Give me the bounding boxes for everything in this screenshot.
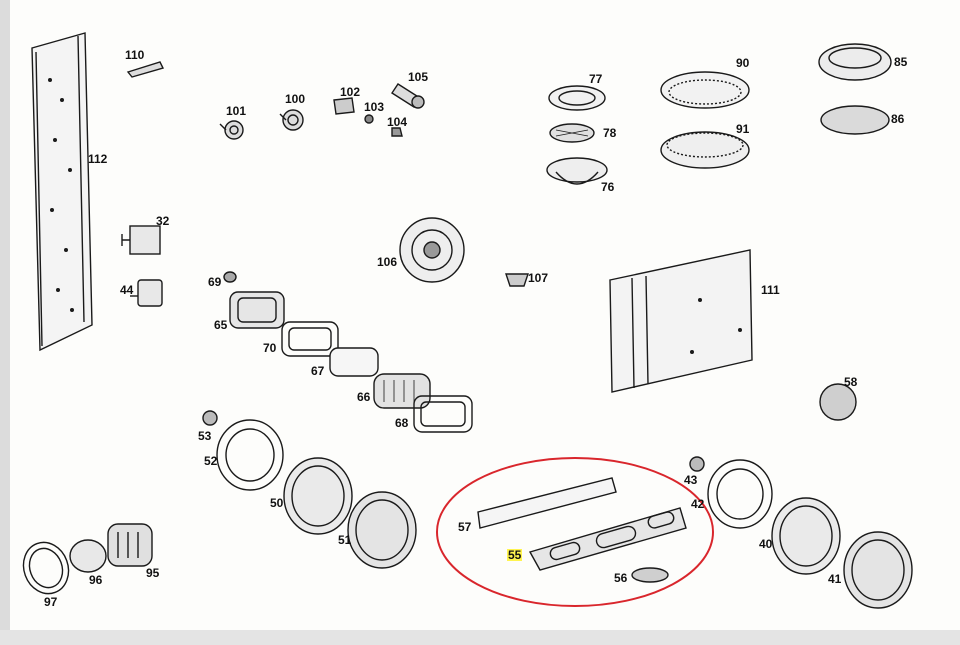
part-50 xyxy=(283,457,353,535)
part-97 xyxy=(22,541,70,595)
label-103: 103 xyxy=(364,100,385,114)
label-112: 112 xyxy=(88,152,108,166)
part-66 xyxy=(373,373,431,409)
part-77 xyxy=(548,85,606,111)
part-96 xyxy=(69,539,107,573)
part-107 xyxy=(505,273,529,287)
label-44: 44 xyxy=(120,283,134,297)
part-85 xyxy=(818,43,892,81)
part-70 xyxy=(281,321,339,357)
label-101: 101 xyxy=(226,104,247,118)
label-100: 100 xyxy=(285,92,306,106)
label-57: 57 xyxy=(458,520,472,534)
part-111 xyxy=(609,249,753,393)
label-97: 97 xyxy=(44,595,58,609)
label-78: 78 xyxy=(603,126,617,140)
label-40: 40 xyxy=(759,537,773,551)
part-68 xyxy=(413,395,473,433)
label-91: 91 xyxy=(736,122,750,136)
label-43: 43 xyxy=(684,473,698,487)
label-58: 58 xyxy=(844,375,858,389)
label-56: 56 xyxy=(614,571,628,585)
part-42 xyxy=(707,459,773,529)
part-32 xyxy=(121,225,161,255)
label-85: 85 xyxy=(894,55,908,69)
part-69 xyxy=(223,271,237,283)
part-52 xyxy=(216,419,284,491)
part-110 xyxy=(126,61,165,78)
label-55: 55 xyxy=(507,548,523,562)
scan-border-bottom xyxy=(0,630,960,645)
part-101 xyxy=(219,120,244,140)
label-42: 42 xyxy=(691,497,705,511)
label-50: 50 xyxy=(270,496,284,510)
part-100 xyxy=(279,109,304,131)
label-65: 65 xyxy=(214,318,228,332)
part-86 xyxy=(820,105,890,135)
scan-border-left xyxy=(0,0,10,645)
part-41 xyxy=(843,531,913,609)
highlight-ring xyxy=(436,457,714,607)
part-103 xyxy=(364,114,374,124)
part-91 xyxy=(660,131,750,169)
label-86: 86 xyxy=(891,112,905,126)
label-96: 96 xyxy=(89,573,103,587)
part-76 xyxy=(546,157,608,183)
label-76: 76 xyxy=(601,180,615,194)
label-53: 53 xyxy=(198,429,212,443)
label-106: 106 xyxy=(377,255,398,269)
label-32: 32 xyxy=(156,214,170,228)
part-95 xyxy=(107,523,153,567)
part-56 xyxy=(631,567,669,583)
part-112-bracket xyxy=(31,32,93,352)
label-107: 107 xyxy=(528,271,549,285)
label-70: 70 xyxy=(263,341,277,355)
part-40 xyxy=(771,497,841,575)
label-52: 52 xyxy=(204,454,218,468)
label-104: 104 xyxy=(387,115,408,129)
part-65 xyxy=(229,291,285,329)
part-51 xyxy=(347,491,417,569)
label-90: 90 xyxy=(736,56,750,70)
part-55 xyxy=(528,507,687,571)
label-66: 66 xyxy=(357,390,371,404)
part-106 xyxy=(399,217,465,283)
label-41: 41 xyxy=(828,572,842,586)
part-57 xyxy=(477,477,617,529)
label-69: 69 xyxy=(208,275,222,289)
part-58 xyxy=(819,383,857,421)
label-105: 105 xyxy=(408,70,429,84)
part-102 xyxy=(333,97,355,115)
label-67: 67 xyxy=(311,364,325,378)
part-53 xyxy=(202,410,218,426)
part-104 xyxy=(391,127,403,137)
label-77: 77 xyxy=(589,72,603,86)
label-51: 51 xyxy=(338,533,352,547)
label-68: 68 xyxy=(395,416,409,430)
part-43 xyxy=(689,456,705,472)
part-105 xyxy=(391,83,425,109)
label-95: 95 xyxy=(146,566,160,580)
part-44 xyxy=(130,279,163,307)
part-90 xyxy=(660,71,750,109)
label-110: 110 xyxy=(125,48,145,62)
label-102: 102 xyxy=(340,85,361,99)
part-67 xyxy=(329,347,379,377)
label-111: 111 xyxy=(761,283,780,297)
